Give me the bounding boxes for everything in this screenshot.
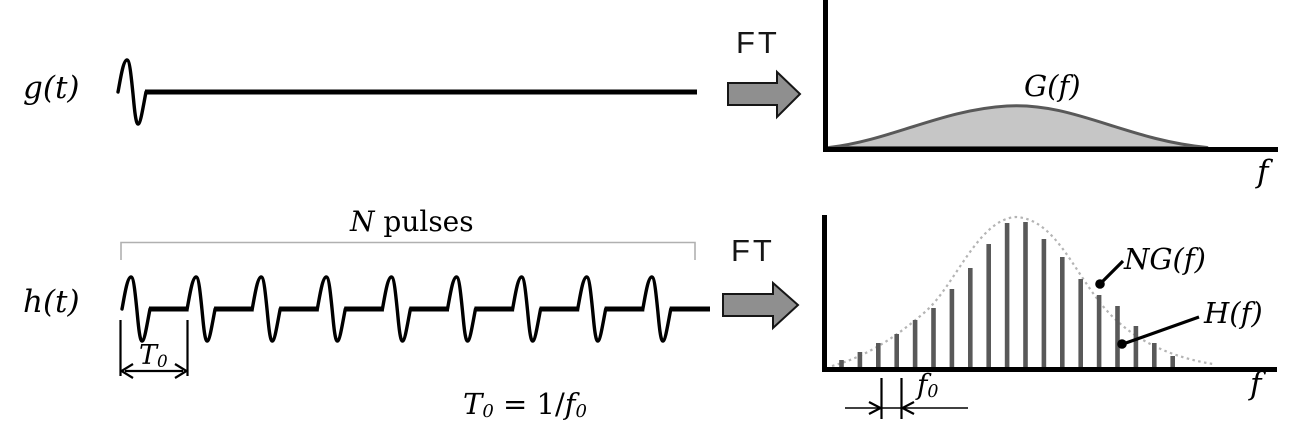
h-spectrum-plot: [822, 215, 1277, 419]
pulses-text: pulses: [374, 205, 474, 238]
spectral-line-bar: [986, 244, 991, 368]
equation-rhs: f: [564, 387, 576, 421]
f0-label: f0: [917, 368, 939, 403]
spectral-line-bar: [1060, 257, 1065, 368]
h-pulse: [185, 275, 217, 343]
hf-pointer-line: [1122, 315, 1200, 346]
spectral-line-bar: [1152, 343, 1157, 368]
f-axis-label-top: f: [1257, 154, 1269, 190]
t0-f0-equation: T0 = 1/f0: [463, 387, 587, 423]
spectral-line-bar: [1023, 222, 1028, 368]
n-variable: N: [350, 205, 375, 238]
spectral-line-bar: [876, 343, 881, 368]
spectral-line-bar: [912, 320, 918, 368]
hf-pointer-dot: [1117, 339, 1127, 349]
g-pulse: [116, 58, 148, 126]
h-pulse: [315, 275, 347, 343]
h-pulse: [445, 275, 478, 343]
n-pulses-bracket: [120, 241, 696, 260]
g-spectrum-curve: [827, 104, 1209, 149]
f0-subscript: 0: [927, 382, 939, 403]
f0-arrowhead-right: [868, 401, 883, 415]
spectral-line-bar: [1078, 279, 1083, 368]
h-pulse: [641, 275, 673, 343]
h-spectrum-label: H(f): [1204, 296, 1263, 330]
equation-lhs-sub: 0: [482, 401, 494, 423]
t0-dimension: [119, 320, 189, 379]
equation-lhs: T: [463, 387, 483, 421]
spectral-line-bar: [1133, 326, 1139, 368]
ng-pointer-line: [1099, 259, 1125, 285]
f0-dimension: [845, 378, 968, 419]
f0-arrowhead-left: [900, 401, 915, 415]
spectral-line-bar: [839, 360, 844, 368]
ng-pointer-dot: [1095, 279, 1105, 289]
h-pulse: [576, 275, 608, 343]
t0-subscript: 0: [157, 351, 168, 371]
spectral-line-bar: [1170, 356, 1175, 368]
h-time-waveform: [120, 275, 710, 343]
spectral-line-bar: [1041, 239, 1047, 368]
spectral-line-bar: [857, 352, 863, 368]
equation-relation: = 1/: [493, 387, 565, 421]
g-spectrum-plot: [823, 0, 1278, 152]
g-time-waveform: [116, 58, 697, 126]
spectral-line-bar: [1115, 306, 1120, 368]
h-spectrum-bars: [839, 222, 1175, 368]
t0-arrowhead-right: [174, 363, 189, 379]
t0-arrowhead-left: [119, 363, 134, 379]
spectral-line-bar: [1096, 295, 1102, 368]
t0-label: T0: [139, 342, 168, 369]
ft-label-top: FT: [736, 25, 780, 60]
h-pulse: [120, 275, 152, 343]
ft-label-bottom: FT: [731, 233, 775, 268]
ng-envelope-curve: [831, 215, 1214, 368]
h-pulse: [510, 275, 543, 343]
t0-base: T: [139, 340, 158, 371]
equation-rhs-sub: 0: [575, 401, 587, 423]
f-axis-label-bottom: f: [1250, 366, 1262, 402]
ft-arrow-top: [727, 69, 802, 120]
spectral-line-bar: [894, 334, 899, 368]
h-time-label: h(t): [23, 284, 80, 320]
spectral-line-bar: [968, 268, 973, 368]
ft-arrow-bottom: [722, 280, 800, 331]
f0-base: f: [917, 368, 928, 401]
g-time-label: g(t): [23, 70, 80, 106]
g-spectrum-label: G(f): [1024, 69, 1081, 103]
h-pulse: [380, 275, 413, 343]
spectral-line-bar: [1004, 223, 1010, 368]
spectral-line-bar: [949, 289, 955, 368]
ng-envelope-label: NG(f): [1124, 242, 1206, 276]
spectral-line-bar: [931, 308, 936, 368]
h-pulse: [250, 275, 282, 343]
n-pulses-label: N pulses: [350, 208, 474, 236]
